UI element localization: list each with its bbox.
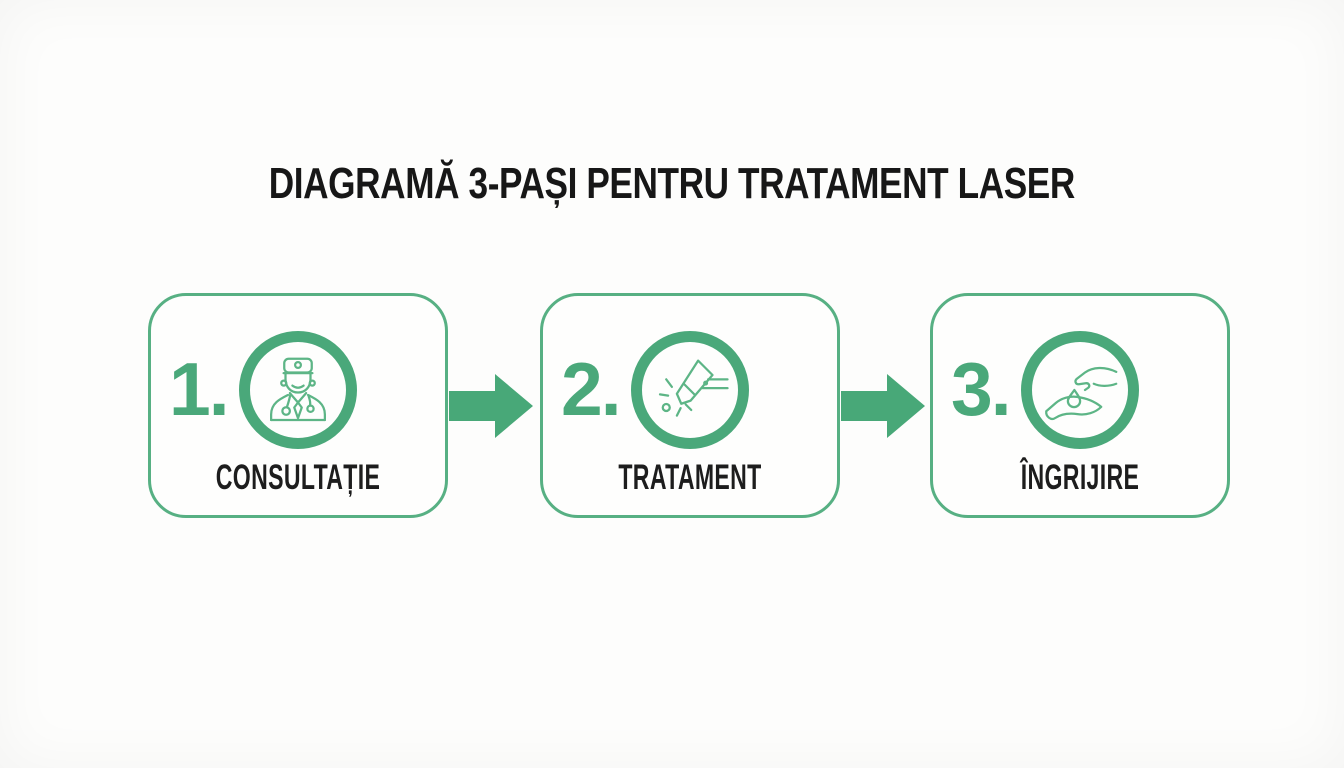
step-number: 3.: [951, 347, 1012, 431]
step-number: 2.: [561, 347, 622, 431]
step-icon-ring: [1021, 331, 1139, 449]
step-box-consultatie: 1. CONSULTAȚIE: [148, 293, 448, 518]
doctor-icon: [270, 357, 326, 422]
step-label: CONSULTAȚIE: [215, 458, 381, 497]
caring-hands-icon: [1045, 366, 1118, 421]
step-box-ingrijire: 3. ÎNGRIJIRE: [930, 293, 1230, 518]
step-icon-ring: [239, 331, 357, 449]
connector-arrow-right-icon: [841, 374, 925, 438]
laser-pen-icon: [658, 359, 729, 417]
page-title: DIAGRAMĂ 3-PAȘI PENTRU TRATAMENT LASER: [268, 159, 1076, 208]
step-box-tratament: 2. TRATAMENT: [540, 293, 840, 518]
step-number: 1.: [169, 347, 230, 431]
connector-arrow-right-icon: [449, 374, 533, 438]
step-label: TRATAMENT: [618, 458, 762, 497]
title-container: DIAGRAMĂ 3-PAȘI PENTRU TRATAMENT LASER: [0, 159, 1344, 209]
step-icon-ring: [631, 331, 749, 449]
step-label: ÎNGRIJIRE: [1020, 458, 1140, 497]
